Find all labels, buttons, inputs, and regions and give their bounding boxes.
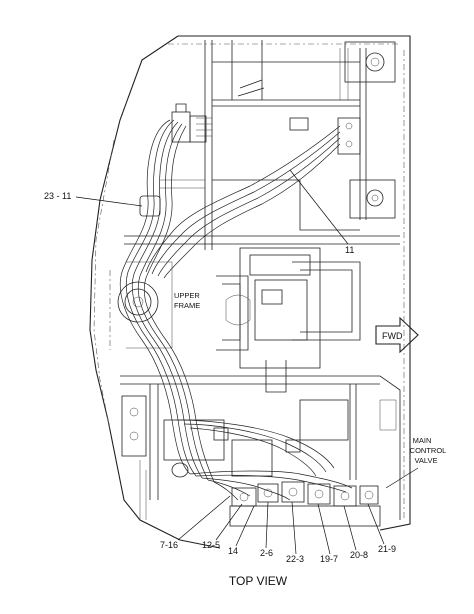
pilot-manifold-top	[171, 103, 361, 155]
leader-14	[235, 505, 255, 547]
upper-frame-label: UPPER FRAME	[174, 291, 200, 310]
callout-21-9: 21-9	[378, 544, 396, 554]
leader-21-9	[367, 503, 385, 545]
mcv-label-line2: CONTROL	[410, 446, 447, 455]
forward-arrow-icon: FWD	[375, 316, 419, 354]
leader-23-11	[75, 196, 143, 207]
callout-11: 11	[345, 245, 354, 255]
leader-12-5	[215, 503, 243, 541]
mcv-label-line3: VALVE	[414, 456, 437, 465]
leader-19-7	[317, 503, 331, 555]
leader-7-16	[177, 495, 231, 541]
callout-12-5: 12-5	[202, 540, 220, 550]
upper-frame-structure	[124, 40, 400, 250]
leader-22-3	[291, 501, 297, 555]
upper-frame-label-line2: FRAME	[174, 301, 200, 310]
mcv-leader	[385, 467, 419, 489]
callout-23-11: 23 - 11	[44, 191, 71, 201]
boom-foot-area	[109, 247, 361, 393]
callout-14: 14	[228, 546, 238, 556]
lower-frame-structure	[120, 375, 401, 520]
callout-20-8: 20-8	[350, 550, 368, 560]
callout-19-7: 19-7	[320, 554, 338, 564]
main-control-valve	[229, 481, 381, 527]
callout-2-6: 2-6	[260, 548, 273, 558]
leader-2-6	[265, 501, 269, 549]
callouts: 23 - 11 11 7-16 12-5 14 2-6 22-3 19-7 20…	[44, 169, 396, 564]
callout-7-16: 7-16	[160, 540, 178, 550]
view-title: TOP VIEW	[229, 574, 288, 588]
fwd-label: FWD	[382, 331, 403, 341]
main-control-valve-label: MAIN CONTROL VALVE	[385, 436, 447, 489]
upper-frame-label-line1: UPPER	[174, 291, 200, 300]
callout-22-3: 22-3	[286, 554, 304, 564]
mcv-label-line1: MAIN	[413, 436, 432, 445]
leader-11	[289, 169, 349, 245]
leader-20-8	[343, 505, 357, 551]
hose-bundle	[119, 119, 353, 501]
